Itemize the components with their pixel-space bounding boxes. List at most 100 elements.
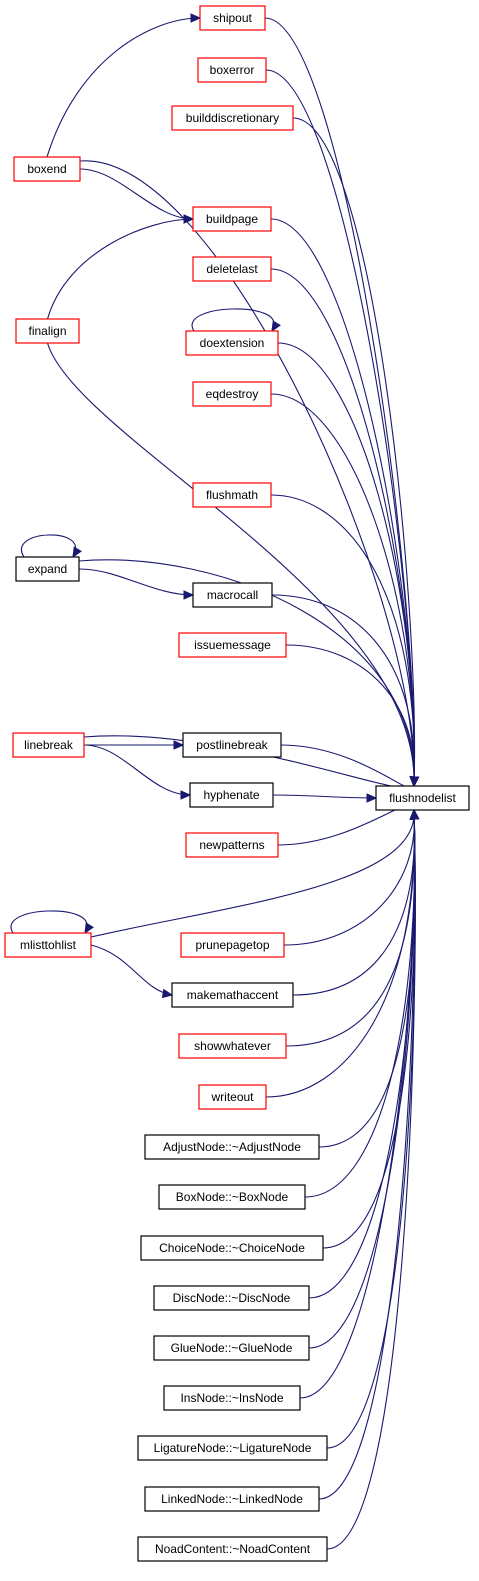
edge-postlinebreak-to-flushnodelist (280, 744, 415, 791)
node-flushnodelist[interactable]: flushnodelist (375, 785, 470, 811)
node-noadcontent-label: NoadContent::~NoadContent (155, 1542, 311, 1556)
edge-builddiscretionary-to-flushnodelist (292, 117, 416, 787)
node-finalign-box (15, 318, 80, 344)
node-makemathaccent[interactable]: makemathaccent (171, 982, 294, 1008)
node-discnode[interactable]: DiscNode::~DiscNode (153, 1285, 310, 1311)
edge-prunepagetop-to-flushnodelist (283, 809, 415, 946)
node-makemathaccent-label: makemathaccent (187, 988, 279, 1002)
node-newpatterns-label: newpatterns (199, 838, 264, 852)
node-gluenode[interactable]: GlueNode::~GlueNode (153, 1335, 310, 1361)
node-postlinebreak[interactable]: postlinebreak (182, 732, 282, 758)
edge-eqdestroy-to-flushnodelist (270, 393, 415, 787)
edges-layer (10, 13, 422, 1550)
edge-mlisttohlist-to-makemathaccent (90, 944, 173, 996)
edge-mlisttohlist-to-flushnodelist (90, 809, 415, 938)
node-buildpage-label: buildpage (206, 212, 258, 226)
edge-shipout-to-flushnodelist (264, 17, 415, 787)
node-hyphenate[interactable]: hyphenate (189, 782, 274, 808)
edge-noadcontent-to-flushnodelist (326, 809, 416, 1550)
edge-expand-to-expand-arrowhead (72, 546, 82, 559)
node-adjustnode-label: AdjustNode::~AdjustNode (163, 1140, 301, 1154)
node-discnode-box (153, 1285, 310, 1311)
edge-doextension-to-doextension-arrowhead (271, 320, 281, 333)
node-writeout[interactable]: writeout (198, 1084, 267, 1110)
edge-flushmath-to-flushnodelist (270, 494, 415, 787)
node-finalign[interactable]: finalign (15, 318, 80, 344)
edge-finalign-to-buildpage-arrowhead (183, 214, 195, 224)
node-boxnode[interactable]: BoxNode::~BoxNode (158, 1184, 306, 1210)
node-eqdestroy[interactable]: eqdestroy (192, 381, 272, 407)
edge-linkednode-to-flushnodelist (318, 809, 416, 1500)
edge-doextension-to-doextension (191, 308, 275, 332)
node-choicenode[interactable]: ChoiceNode::~ChoiceNode (140, 1235, 324, 1261)
node-shipout-box (199, 5, 266, 31)
node-deletelast-label: deletelast (206, 262, 258, 276)
node-linebreak-label: linebreak (24, 738, 74, 752)
node-boxend-box (13, 156, 81, 182)
node-mlisttohlist[interactable]: mlisttohlist (4, 932, 92, 958)
node-doextension[interactable]: doextension (185, 330, 279, 356)
node-macrocall-label: macrocall (207, 588, 258, 602)
nodes-layer: shipout boxerror builddiscretionary boxend b… (4, 5, 470, 1562)
node-noadcontent[interactable]: NoadContent::~NoadContent (137, 1536, 328, 1562)
node-buildpage[interactable]: buildpage (192, 206, 272, 232)
edge-ligaturenode-to-flushnodelist (326, 809, 416, 1449)
node-macrocall[interactable]: macrocall (192, 582, 273, 608)
edge-linebreak-to-postlinebreak-arrowhead (173, 740, 185, 750)
node-boxerror-label: boxerror (210, 63, 255, 77)
edge-expand-to-macrocall (78, 568, 194, 596)
node-linebreak[interactable]: linebreak (12, 732, 85, 758)
node-issuemessage[interactable]: issuemessage (178, 632, 287, 658)
edge-boxend-to-shipout-arrowhead (190, 13, 202, 23)
edge-boxend-to-buildpage (79, 168, 194, 220)
node-eqdestroy-box (192, 381, 272, 407)
node-makemathaccent-box (171, 982, 294, 1008)
node-adjustnode[interactable]: AdjustNode::~AdjustNode (144, 1134, 320, 1160)
edge-boxend-to-shipout (46, 17, 201, 158)
node-flushnodelist-label: flushnodelist (389, 791, 456, 805)
edge-buildpage-to-flushnodelist (270, 218, 415, 787)
node-writeout-label: writeout (210, 1090, 254, 1104)
node-mlisttohlist-label: mlisttohlist (20, 938, 77, 952)
node-issuemessage-box (178, 632, 287, 658)
node-shipout-label: shipout (213, 11, 252, 25)
edge-insnode-to-flushnodelist (299, 809, 416, 1399)
node-newpatterns[interactable]: newpatterns (185, 832, 279, 858)
node-shipout[interactable]: shipout (199, 5, 266, 31)
node-prunepagetop[interactable]: prunepagetop (180, 932, 285, 958)
node-expand-label: expand (28, 562, 67, 576)
edge-boxnode-to-flushnodelist (304, 809, 416, 1198)
edge-boxend-to-flushnodelist (79, 160, 415, 787)
node-boxerror[interactable]: boxerror (197, 57, 267, 83)
node-gluenode-label: GlueNode::~GlueNode (171, 1341, 293, 1355)
node-builddiscretionary[interactable]: builddiscretionary (171, 105, 294, 131)
edge-expand-to-expand (21, 534, 76, 558)
node-showwhatever[interactable]: showwhatever (178, 1033, 287, 1059)
node-noadcontent-box (137, 1536, 328, 1562)
node-deletelast-box (192, 256, 272, 282)
edge-mlisttohlist-to-mlisttohlist (10, 910, 88, 934)
node-eqdestroy-label: eqdestroy (206, 387, 259, 401)
node-deletelast[interactable]: deletelast (192, 256, 272, 282)
node-boxnode-label: BoxNode::~BoxNode (176, 1190, 289, 1204)
edge-macrocall-to-flushnodelist (271, 594, 415, 787)
node-hyphenate-label: hyphenate (203, 788, 259, 802)
node-insnode-label: InsNode::~InsNode (180, 1391, 283, 1405)
node-flushmath[interactable]: flushmath (192, 482, 272, 508)
node-boxend-label: boxend (27, 162, 66, 176)
node-prunepagetop-label: prunepagetop (195, 938, 269, 952)
node-ligaturenode[interactable]: LigatureNode::~LigatureNode (137, 1435, 328, 1461)
node-flushmath-label: flushmath (206, 488, 258, 502)
node-showwhatever-label: showwhatever (194, 1039, 271, 1053)
node-expand[interactable]: expand (15, 556, 80, 582)
node-insnode[interactable]: InsNode::~InsNode (163, 1385, 301, 1411)
node-flushnodelist-box (375, 785, 470, 811)
node-boxend[interactable]: boxend (13, 156, 81, 182)
edge-issuemessage-to-flushnodelist (285, 644, 415, 787)
node-writeout-box (198, 1084, 267, 1110)
node-linkednode[interactable]: LinkedNode::~LinkedNode (144, 1486, 320, 1512)
node-doextension-label: doextension (200, 336, 265, 350)
node-ligaturenode-label: LigatureNode::~LigatureNode (154, 1441, 312, 1455)
node-issuemessage-label: issuemessage (194, 638, 271, 652)
edge-showwhatever-to-flushnodelist (285, 809, 416, 1047)
